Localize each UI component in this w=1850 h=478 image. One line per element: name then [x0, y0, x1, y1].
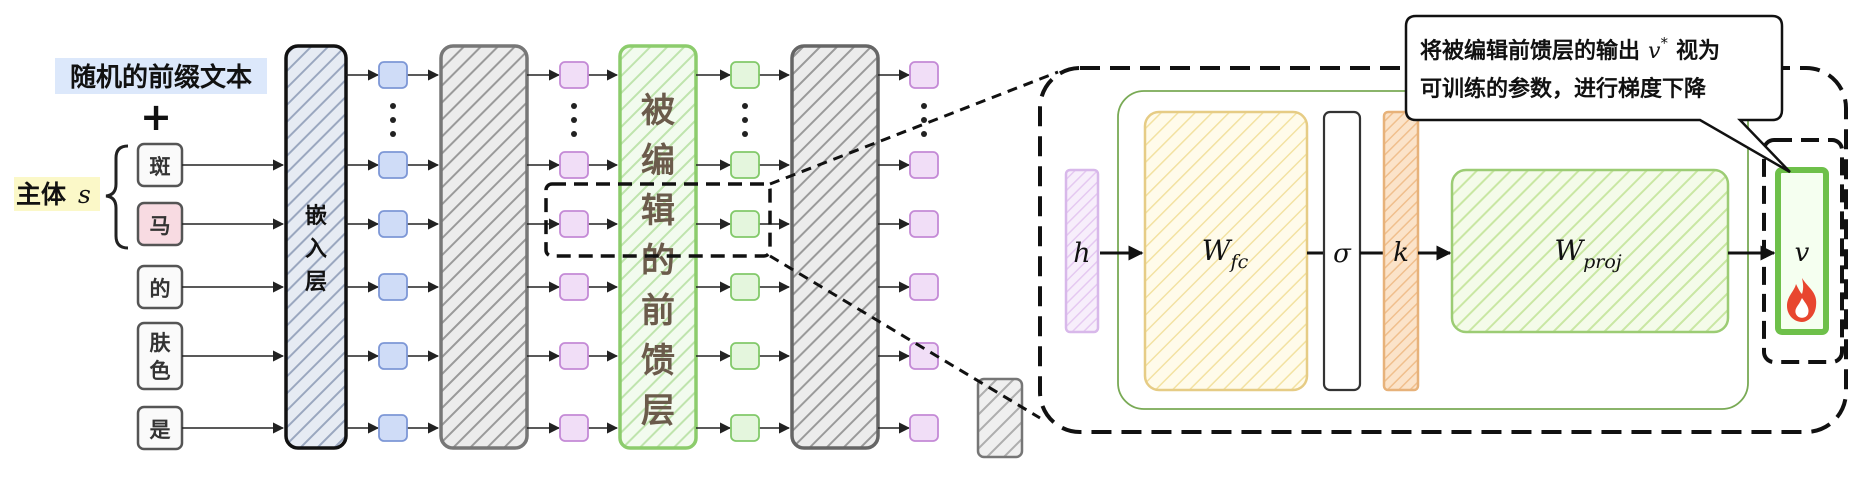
token-text-line2: 色 — [150, 359, 171, 383]
hidden-state-node — [378, 210, 408, 238]
hidden-state-node — [559, 61, 589, 89]
hidden-state-node — [559, 342, 589, 370]
h-vector — [1064, 168, 1100, 334]
embed-char: 层 — [305, 270, 327, 295]
k-vector — [1382, 110, 1420, 392]
subject-highlight — [14, 177, 100, 211]
w-fc-matrix — [1143, 110, 1309, 392]
edited-ffn-char: 馈 — [641, 341, 675, 381]
output-box — [976, 377, 1024, 459]
hidden-state-nodes — [346, 61, 939, 442]
sigma-activation — [1322, 110, 1362, 392]
hidden-state-node — [378, 61, 408, 89]
subject-label: 主体 — [16, 180, 67, 209]
w-proj-label: Wproj — [1554, 234, 1621, 273]
prefix-text: 随机的前缀文本 — [70, 62, 252, 93]
hidden-state-node — [378, 342, 408, 370]
subject-brace — [105, 144, 129, 250]
callout-line2: 可训练的参数，进行梯度下降 — [1420, 76, 1707, 102]
token-text-line1: 肤 — [150, 331, 172, 355]
token-text: 是 — [150, 418, 171, 442]
v-vector — [1775, 167, 1829, 335]
embed-char: 入 — [305, 237, 327, 262]
hidden-state-node — [730, 210, 760, 238]
v-label: v — [1795, 238, 1810, 268]
subject-var: s — [78, 180, 91, 209]
hidden-state-node — [559, 210, 589, 238]
hidden-state-node — [909, 61, 939, 89]
callout-bubble — [1404, 14, 1791, 174]
embedding-label: 嵌 入 层 — [305, 203, 327, 295]
ellipsis-dots — [390, 103, 927, 137]
hidden-state-node — [909, 414, 939, 442]
hidden-state-node — [378, 273, 408, 301]
edited-ffn-char: 编 — [641, 141, 675, 181]
hidden-state-node — [730, 151, 760, 179]
embed-char: 嵌 — [305, 203, 327, 229]
hidden-state-node — [909, 210, 939, 238]
transformer-layer-1 — [439, 44, 529, 450]
h-label: h — [1073, 238, 1090, 269]
edited-ffn-char: 前 — [641, 291, 675, 331]
token-text: 斑 — [150, 155, 171, 179]
hidden-state-node — [559, 414, 589, 442]
k-label: k — [1393, 238, 1409, 268]
plus-sign: + — [140, 95, 172, 139]
v-dashed-box — [1762, 138, 1844, 364]
hidden-state-node — [730, 61, 760, 89]
hidden-state-node — [559, 151, 589, 179]
edited-ffn-char: 层 — [641, 391, 675, 431]
edited-ffn-char: 辑 — [641, 191, 675, 231]
w-fc-label: Wfc — [1202, 234, 1249, 273]
edited-ffn-layer — [618, 44, 698, 450]
zoom-line-bottom — [769, 254, 1041, 420]
token-list: 斑 马 的 肤 色 是 — [136, 142, 184, 451]
fire-icon — [1787, 278, 1817, 322]
hidden-state-node — [909, 151, 939, 179]
sigma-label: σ — [1333, 239, 1352, 269]
hidden-state-node — [730, 273, 760, 301]
hidden-state-node — [378, 151, 408, 179]
hidden-state-node — [730, 414, 760, 442]
focus-dashed-box — [544, 182, 772, 258]
token-text: 的 — [150, 277, 171, 301]
hidden-state-node — [559, 273, 589, 301]
hidden-state-node — [730, 342, 760, 370]
token-arrows — [182, 159, 285, 434]
hidden-state-node — [909, 273, 939, 301]
zoom-line-top — [769, 70, 1059, 186]
edited-ffn-char: 的 — [641, 241, 675, 281]
prefix-highlight — [55, 58, 267, 94]
hidden-state-node — [378, 414, 408, 442]
edited-ffn-char: 被 — [641, 91, 675, 131]
transformer-layer-2 — [790, 44, 880, 450]
token-text: 马 — [150, 214, 171, 238]
embedding-layer — [284, 44, 348, 450]
w-proj-matrix — [1450, 168, 1730, 334]
